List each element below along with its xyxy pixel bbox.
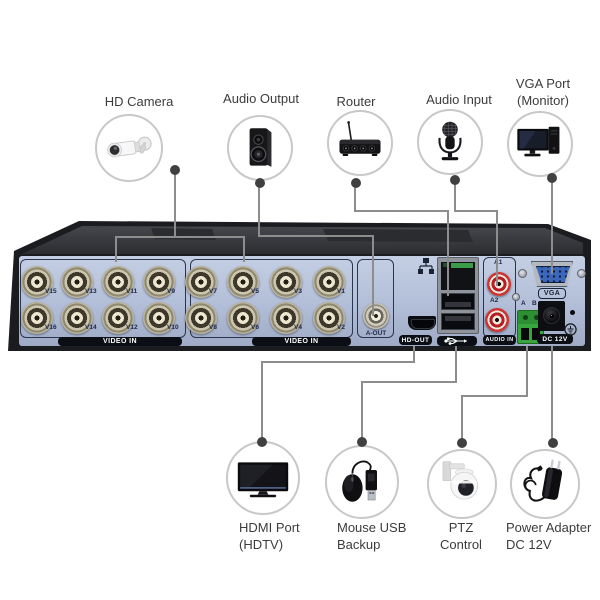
video-in-label-2: VIDEO IN bbox=[252, 337, 351, 346]
hd-camera-circle bbox=[95, 114, 163, 182]
power-adapter-circle bbox=[510, 449, 580, 519]
rs485-a-label: A bbox=[521, 300, 526, 307]
bnc-label: V3 bbox=[294, 288, 302, 295]
audio-in-ch1-label: A1 bbox=[494, 259, 503, 266]
ptz-dome-camera-icon bbox=[442, 461, 479, 500]
bnc-label: V15 bbox=[45, 288, 57, 295]
vga-port bbox=[531, 261, 573, 287]
power-adapter-icon bbox=[523, 459, 563, 502]
mouse-usb-circle bbox=[325, 445, 399, 519]
microphone-icon bbox=[438, 121, 462, 161]
connector-dot bbox=[357, 437, 367, 447]
usb-icon bbox=[444, 337, 467, 345]
monitor-with-pc-icon bbox=[517, 126, 560, 157]
audio-in-a1-rca bbox=[487, 272, 511, 296]
power-adapter-device-label: Power Adapter DC 12V bbox=[506, 520, 592, 552]
audio-in-ch2-label: A2 bbox=[490, 297, 499, 304]
bnc-connector bbox=[143, 302, 175, 334]
bnc-connector bbox=[143, 266, 175, 298]
router-icon bbox=[339, 121, 381, 156]
bnc-label: V14 bbox=[85, 324, 97, 331]
hdmi-port-label: HD-OUT bbox=[399, 335, 432, 345]
bnc-connector bbox=[21, 266, 53, 298]
vga-monitor-label: VGA Port (Monitor) bbox=[515, 76, 571, 108]
mouse-usb-device-label: Mouse USB Backup bbox=[337, 520, 407, 552]
bnc-connector bbox=[102, 302, 134, 334]
audio-out-rca bbox=[363, 303, 389, 329]
bnc-label: V6 bbox=[251, 324, 259, 331]
bnc-connector bbox=[21, 302, 53, 334]
audio-input-circle bbox=[417, 109, 483, 175]
connector-dot bbox=[547, 173, 557, 183]
dc-power-label: DC 12V bbox=[537, 334, 573, 344]
bnc-connector bbox=[185, 302, 217, 334]
bnc-label: V1 bbox=[337, 288, 345, 295]
router-circle bbox=[327, 110, 393, 176]
vga-screw bbox=[518, 269, 527, 278]
ethernet-port bbox=[441, 262, 475, 290]
hd-camera-label: HD Camera bbox=[104, 94, 174, 109]
bullet-camera-icon bbox=[107, 136, 152, 158]
audio-out-label: A-OUT bbox=[365, 330, 387, 337]
bnc-connector bbox=[227, 266, 259, 298]
audio-in-label: AUDIO IN bbox=[483, 335, 516, 345]
bnc-label: V2 bbox=[337, 324, 345, 331]
connector-dot bbox=[457, 438, 467, 448]
connector-dot bbox=[257, 437, 267, 447]
bnc-label: V8 bbox=[209, 324, 217, 331]
hdmi-port-device-label: HDMI Port (HDTV) bbox=[239, 520, 300, 552]
vga-screw bbox=[577, 269, 586, 278]
connector-dot bbox=[255, 178, 265, 188]
bnc-label: V11 bbox=[126, 288, 138, 295]
ground-symbol-icon bbox=[564, 323, 577, 336]
bnc-connector bbox=[102, 266, 134, 298]
bnc-label: V9 bbox=[167, 288, 175, 295]
usb-port bbox=[441, 313, 475, 330]
bnc-label: V12 bbox=[126, 324, 138, 331]
rs485-b-label: B bbox=[532, 300, 537, 307]
connector-dot bbox=[548, 438, 558, 448]
panel-hole bbox=[570, 310, 575, 315]
bnc-label: V16 bbox=[45, 324, 57, 331]
hdtv-icon bbox=[237, 462, 289, 498]
network-lan-icon bbox=[418, 258, 434, 274]
bnc-label: V13 bbox=[85, 288, 97, 295]
audio-input-label: Audio Input bbox=[426, 92, 492, 107]
connector-dot bbox=[170, 165, 180, 175]
vga-monitor-circle bbox=[507, 111, 573, 177]
video-in-label-1: VIDEO IN bbox=[58, 337, 182, 346]
audio-in-a2-rca bbox=[485, 308, 509, 332]
audio-output-circle bbox=[227, 115, 293, 181]
speaker-icon bbox=[249, 128, 272, 167]
bnc-connector bbox=[185, 266, 217, 298]
bnc-label: V5 bbox=[251, 288, 259, 295]
bnc-connector bbox=[227, 302, 259, 334]
bnc-label: V7 bbox=[209, 288, 217, 295]
bnc-connector bbox=[61, 266, 93, 298]
connector-dot bbox=[450, 175, 460, 185]
audio-output-label: Audio Output bbox=[223, 91, 299, 106]
hdmi-port bbox=[408, 316, 436, 330]
connector-dot bbox=[351, 178, 361, 188]
hdmi-tv-circle bbox=[226, 441, 300, 515]
mouse-and-usb-drive-icon bbox=[342, 460, 377, 502]
dc-power-jack bbox=[538, 301, 565, 331]
panel-screw bbox=[512, 293, 520, 301]
vga-label: VGA bbox=[538, 288, 566, 299]
bnc-label: V4 bbox=[294, 324, 302, 331]
ptz-circle bbox=[427, 449, 497, 519]
router-label: Router bbox=[336, 94, 376, 109]
ethernet-usb-module bbox=[437, 257, 479, 334]
usb-pill bbox=[437, 336, 477, 346]
bnc-connector bbox=[61, 302, 93, 334]
usb-port bbox=[441, 293, 475, 310]
bnc-label: V10 bbox=[167, 324, 179, 331]
ptz-device-label: PTZ Control bbox=[440, 520, 482, 552]
